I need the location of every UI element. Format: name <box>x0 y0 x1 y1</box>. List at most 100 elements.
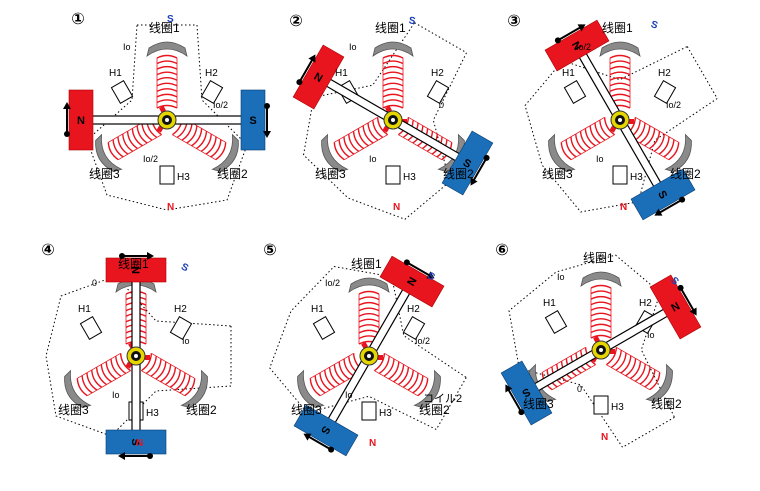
north-magnet <box>105 257 167 283</box>
hall-sensor-h3 <box>612 165 628 185</box>
hall-sensor-h1 <box>110 80 134 104</box>
panel-number: ④ <box>41 242 55 259</box>
coil-2-label: 线圈2 <box>670 167 701 181</box>
motion-arrow <box>403 259 435 279</box>
hall-sensor-h3 <box>159 165 175 185</box>
south-magnet <box>105 429 167 455</box>
coil-2-pole-shoe <box>211 133 239 173</box>
center-bolt <box>359 346 379 366</box>
coil-1-winding <box>609 54 631 109</box>
south-magnet <box>441 130 494 196</box>
field-s-label: S <box>408 15 417 27</box>
coil-2-winding <box>140 352 196 397</box>
h1-label: H1 <box>562 68 575 79</box>
coil-1-current: Io <box>557 272 565 282</box>
coil-2-current: Io/2 <box>666 100 681 110</box>
coil-1-current: Io/2 <box>576 42 591 52</box>
coil-1-current: 0 <box>92 278 97 288</box>
coil-2-pole-shoe <box>664 133 692 173</box>
north-magnet <box>379 255 445 308</box>
coil-2-pole-shoe <box>180 369 208 409</box>
coil-3-current: Io <box>345 390 353 400</box>
motion-arrow <box>554 24 586 44</box>
north-magnet <box>649 274 702 340</box>
motion-arrow <box>677 284 697 316</box>
coil-1-winding <box>382 54 404 109</box>
current-marker <box>610 349 615 354</box>
coil-1-pole-shoe <box>146 41 188 57</box>
motion-arrow <box>296 54 316 86</box>
field-s-label: S <box>179 262 190 275</box>
coil-3 <box>297 341 368 409</box>
coil-3-current: Io <box>112 390 120 400</box>
field-n-label: N <box>620 202 627 213</box>
coil-2-current: Io <box>647 330 655 340</box>
coil-1 <box>599 41 641 124</box>
h3-label: H3 <box>379 408 392 419</box>
coil-1-current: Io <box>349 42 357 52</box>
field-n-label: N <box>369 438 376 449</box>
hall-sensor-h3 <box>385 165 401 185</box>
coil-2-label: 线圈2 <box>651 397 682 411</box>
h1-label: H1 <box>311 304 324 315</box>
field-n-label: N <box>393 202 400 213</box>
hall-sensor-h1 <box>312 316 336 340</box>
coil-3-label: 线圈3 <box>58 403 89 417</box>
motion-arrow <box>505 384 525 416</box>
south-magnet <box>293 404 359 457</box>
coil-3-pole-shoe <box>95 133 123 173</box>
coil-2 <box>125 352 208 409</box>
coil-3-pole-shoe <box>548 133 576 173</box>
coil-2-winding <box>373 352 429 397</box>
north-magnet <box>292 44 345 110</box>
coil-1-current: Io <box>123 42 131 52</box>
coil-3-current: Io/2 <box>143 154 158 164</box>
south-magnet <box>240 89 266 151</box>
h1-label: H1 <box>335 68 348 79</box>
center-bolt <box>610 110 630 130</box>
coil-1-label: 线圈1 <box>583 251 614 265</box>
motion-arrow <box>63 102 71 137</box>
center-bolt <box>157 110 177 130</box>
south-pole-label: S <box>129 438 141 445</box>
field-n-label: N <box>136 438 143 449</box>
coil-2-label: 线圈2 <box>443 167 474 181</box>
coil-1 <box>146 41 188 124</box>
coil-3-pole-shoe <box>297 369 325 409</box>
coil-1 <box>348 277 390 360</box>
h2-label: H2 <box>407 304 420 315</box>
coil-2-pole-shoe <box>645 363 673 403</box>
panel-number: ① <box>71 11 85 28</box>
north-pole-label: N <box>77 115 85 127</box>
coil-3-pole-shoe <box>321 133 349 173</box>
motion-arrow <box>470 154 490 186</box>
coil-3-pole-shoe <box>64 369 92 409</box>
center-bolt <box>383 110 403 130</box>
coil-3-current: Io <box>596 154 604 164</box>
coil-3-winding <box>560 116 616 161</box>
coil-1-label: 线圈1 <box>602 21 633 35</box>
motion-arrow <box>303 433 335 453</box>
north-pole-label: N <box>129 266 141 274</box>
current-marker <box>145 355 150 360</box>
coil-3-winding <box>309 352 365 397</box>
north-magnet <box>68 89 94 151</box>
south-magnet <box>630 168 696 221</box>
h2-label: H2 <box>205 68 218 79</box>
field-s-label: S <box>167 14 174 25</box>
coil-3-label: 线圈3 <box>315 167 346 181</box>
coil-1-current: Io/2 <box>325 278 340 288</box>
motion-arrow <box>119 252 154 260</box>
north-magnet <box>544 19 610 72</box>
coil-2-label: 线圈2 <box>419 403 450 417</box>
motion-arrow <box>654 196 686 216</box>
coil-3-current: 0 <box>577 384 582 394</box>
coil-1-label: 线圈1 <box>118 257 149 271</box>
hall-sensor-h2 <box>426 80 450 104</box>
coil-2-label: 线圈2 <box>186 403 217 417</box>
